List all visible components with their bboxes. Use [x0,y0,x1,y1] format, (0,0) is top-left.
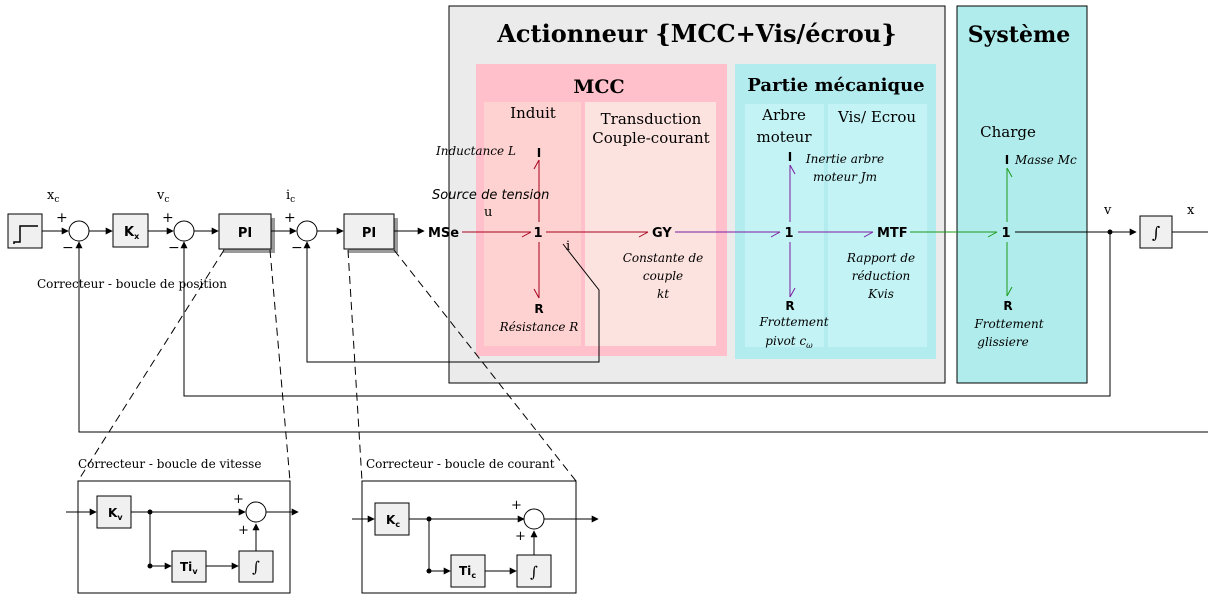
kv-block [96,495,132,529]
pi-speed-block [218,213,272,250]
sum1-minus: − [62,240,74,256]
transduction-panel [585,102,716,346]
integrator-label: ∫ [1152,223,1160,242]
sum2-plus: + [162,210,174,226]
corr-vitesse-label: Correcteur - boucle de vitesse [78,457,261,471]
constante-label-3: kt [657,287,669,301]
sum3-plus: + [284,210,296,226]
sum-junction-position [68,220,90,242]
masse-label: Masse Mc [1014,153,1077,167]
pi-current-label: PI [362,226,376,241]
sum-speed-pi-plus-top: + [233,492,244,507]
junction-1-load: 1 [1001,226,1010,241]
sum-junction-speed-pi [245,501,267,523]
rapport-label-3: Kvis [867,287,894,301]
arbre-panel [745,104,824,347]
u-label: u [484,205,492,220]
kx-label: Kx [124,225,140,241]
speed-feedback-line [180,232,1111,397]
tic-block [450,554,486,588]
resistance-label: Résistance R [499,320,579,334]
sum-speed-pi-plus-bottom: + [238,523,249,538]
gy-element: GY [652,226,672,241]
xc-label: xc [47,188,59,205]
inertie-label-2: moteur Jm [813,170,877,184]
i-current-label: i [566,239,570,254]
integrator-current-block [516,554,552,588]
induit-label: Induit [510,104,556,122]
frott-pivot-label: Frottement [758,315,828,329]
mse-element: MSe [428,226,459,241]
r-element-resistance: R [534,302,543,316]
ic-label: ic [286,188,295,205]
sum-current-pi-plus-bottom: + [515,529,526,544]
induit-panel [484,102,581,346]
x-label: x [1187,203,1195,218]
charge-label: Charge [980,123,1036,141]
frott-gliss-label: Frottement [973,317,1043,331]
kc-label: Kc [386,513,400,529]
integrator-speed-label: ∫ [252,558,260,576]
rapport-label-2: réduction [852,269,911,283]
sum-junction-current [296,220,318,242]
rapport-label: Rapport de [846,251,915,265]
transduction-label-2: Couple-courant [592,129,709,147]
vc-label: vc [156,188,169,205]
step-input-block [7,213,43,249]
mtf-element: MTF [877,226,908,241]
i-element-masse: I [1005,153,1009,167]
junction-1-mechanical: 1 [784,226,793,241]
junction-1-electric: 1 [533,226,542,241]
frott-gliss-label-2: glissiere [977,335,1028,349]
kc-block [374,502,410,536]
systeme-panel [956,5,1088,384]
i-element-inductance: I [537,146,541,160]
position-feedback-line [75,241,1208,433]
partie-meca-title: Partie mécanique [747,75,924,96]
source-tension-label: Source de tension [432,188,549,203]
sum-junction-speed [173,220,195,242]
arbre-label-2: moteur [757,128,813,146]
sum3-minus: − [291,240,303,256]
step-icon [13,225,38,244]
constante-label: Constante de [623,251,704,265]
sum2-minus: − [168,240,180,256]
corr-courant-label: Correcteur - boucle de courant [366,457,555,471]
transduction-label: Transduction [601,110,702,128]
frott-pivot-label-2: pivot cω [765,334,813,350]
corr-position-label: Correcteur - boucle de position [37,277,227,291]
inertie-label: Inertie arbre [805,152,884,166]
kv-label: Kv [108,506,123,522]
integrator-speed-block [238,550,274,583]
constante-label-2: couple [643,269,683,283]
tiv-label: Tiv [180,560,198,576]
v-label: v [1103,203,1112,218]
mcc-title: MCC [573,76,624,98]
i-element-inertia: I [788,150,792,164]
r-element-pivot: R [785,299,794,313]
pi-speed-label: PI [238,226,252,241]
vis-ecrou-label: Vis/ Ecrou [837,108,916,126]
arbre-label: Arbre [761,106,806,124]
inductance-label: Inductance L [435,144,516,158]
sum-junction-current-pi [523,508,545,530]
r-element-glissiere: R [1003,299,1012,313]
vis-panel [828,104,927,347]
sum-current-pi-plus-top: + [511,498,522,513]
integrator-current-label: ∫ [530,563,538,581]
current-feedback-line [303,241,600,363]
systeme-title: Système [968,22,1071,48]
actuator-title: Actionneur {MCC+Vis/écrou} [496,19,896,48]
tic-label: Tic [459,564,476,580]
sum1-plus: + [56,210,68,226]
